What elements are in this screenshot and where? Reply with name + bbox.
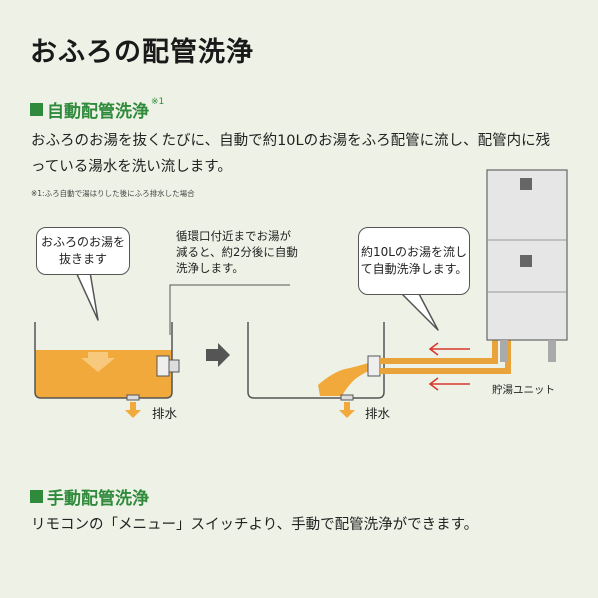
drain-label-right: 排水 <box>365 406 391 421</box>
flow-arrow-icon <box>428 342 470 356</box>
drain-arrow-icon <box>125 402 141 418</box>
manual-wash-description: リモコンの「メニュー」スイッチより、手動で配管洗浄ができます。 <box>31 517 479 533</box>
manual-wash-heading: 手動配管洗浄 <box>30 484 149 509</box>
down-arrow-icon <box>81 352 115 372</box>
drain-arrow-icon-right <box>339 402 355 418</box>
footnote-mark: ※1 <box>151 97 165 107</box>
auto-wash-description: おふろのお湯を抜くたびに、自動で約10Lのお湯をふろ配管に流し、配管内に残ってい… <box>31 133 551 175</box>
next-step-arrow-icon <box>206 343 230 367</box>
heading-square-icon <box>30 490 43 503</box>
page-title: おふろの配管洗浄 <box>30 37 254 68</box>
tub-full <box>34 322 180 401</box>
storage-unit-icon <box>486 169 568 362</box>
footnote: ※1:ふろ自動で湯はりした後にふろ排水した場合 <box>31 189 195 198</box>
auto-wash-heading: 自動配管洗浄 ※1 <box>30 97 164 122</box>
auto-wash-note: 循環口付近までお湯が減ると、約2分後に自動洗浄します。 <box>176 229 298 275</box>
auto-wash-heading-text: 自動配管洗浄 <box>47 102 149 122</box>
manual-wash-heading-text: 手動配管洗浄 <box>47 489 149 509</box>
heading-square-icon <box>30 103 43 116</box>
drain-bubble: おふろのお湯を抜きます <box>36 227 130 275</box>
storage-unit-label: 貯湯ユニット <box>492 384 555 396</box>
drain-label-left: 排水 <box>152 406 178 421</box>
flow-arrow-icon-2 <box>428 377 470 391</box>
flow-bubble: 約10Lのお湯を流して自動洗浄します。 <box>358 227 470 295</box>
tub-empty <box>247 322 385 401</box>
